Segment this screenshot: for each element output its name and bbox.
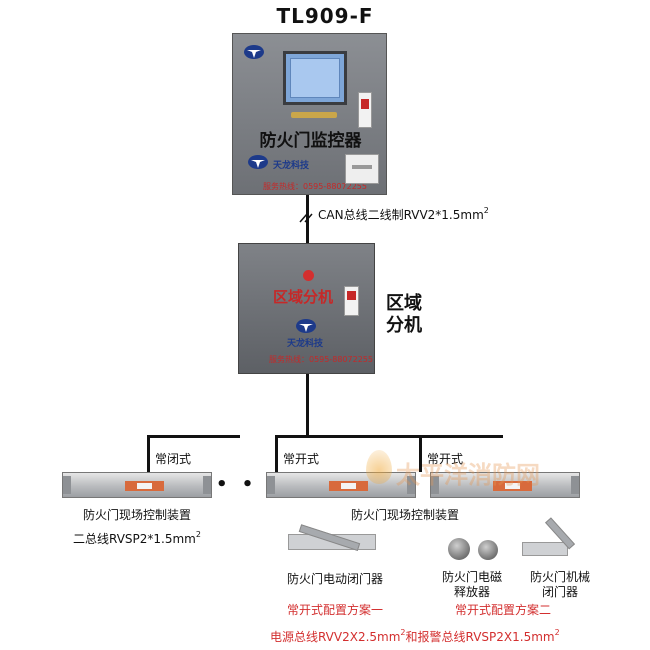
- zone-extension-box: 区域分机 天龙科技 服务热线：0595-88072255: [238, 243, 375, 374]
- field-control-device-2: [266, 472, 416, 498]
- watermark-flame-icon: [366, 450, 392, 484]
- can-bus-label: CAN总线二线制RVV2*1.5mm2: [318, 206, 489, 222]
- drop-line-closed: [147, 435, 150, 472]
- diagram-title: TL909-F: [276, 4, 374, 28]
- company-logo-icon: [295, 318, 317, 334]
- magnetic-release-caption: 防火门电磁 释放器: [441, 570, 502, 599]
- left-device-caption: 防火门现场控制装置: [82, 508, 191, 522]
- controller-hotline: 服务热线：0595-88072255: [263, 182, 367, 191]
- lcd-screen: [283, 51, 347, 105]
- zone-box-label: 区域分机: [273, 288, 334, 306]
- mechanical-door-closer: [522, 542, 568, 556]
- power-bus-note: 电源总线RVV2X2.5mm2和报警总线RVSP2X1.5mm2: [270, 628, 560, 644]
- zone-brand: 天龙科技: [287, 339, 324, 349]
- magnetic-release-part-1: [448, 538, 470, 560]
- zone-bus-line: [306, 374, 309, 436]
- drop-line-open-1: [275, 435, 278, 472]
- company-logo-icon: [243, 44, 265, 60]
- middle-device-caption: 防火门现场控制装置: [350, 508, 459, 522]
- fire-door-monitor-controller: 防火门监控器 天龙科技 服务热线：0595-88072255: [232, 33, 387, 195]
- electric-closer-caption: 防火门电动闭门器: [286, 572, 383, 586]
- watermark: 太平洋消防网: [396, 461, 540, 489]
- normally-closed-label: 常闭式: [155, 452, 192, 466]
- keypad: [291, 112, 337, 118]
- field-control-device-3: [430, 472, 580, 498]
- field-control-device-1: [62, 472, 212, 498]
- bus-break-mark-icon: [298, 208, 316, 223]
- zone-hotline: 服务热线：0595-88072255: [269, 355, 373, 364]
- ellipsis: • • •: [216, 474, 284, 495]
- normally-open-label-2: 常开式: [427, 452, 464, 466]
- controller-label: 防火门监控器: [259, 131, 362, 151]
- controller-brand: 天龙科技: [273, 161, 310, 171]
- alarm-indicator: [303, 270, 314, 281]
- company-logo-icon: [247, 154, 269, 170]
- branch-line-left: [147, 435, 240, 438]
- drop-line-open-2: [419, 435, 422, 472]
- normally-open-label-1: 常开式: [283, 452, 320, 466]
- scheme-two-label: 常开式配置方案二: [454, 603, 551, 617]
- scheme-one-label: 常开式配置方案一: [286, 603, 383, 617]
- zone-switch: [344, 286, 359, 316]
- branch-line-right: [275, 435, 503, 438]
- left-bus-caption: 二总线RVSP2*1.5mm2: [73, 530, 201, 546]
- magnetic-release-part-2: [478, 540, 498, 560]
- printer: [345, 154, 379, 184]
- mechanical-closer-caption: 防火门机械 闭门器: [529, 570, 590, 599]
- power-switch: [358, 92, 372, 128]
- zone-side-label: 区域 分机: [386, 293, 422, 336]
